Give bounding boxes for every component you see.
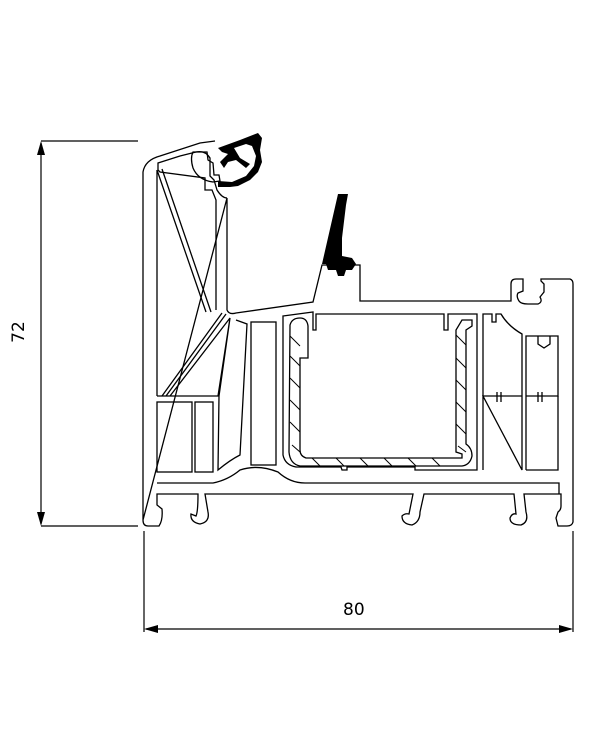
bottom-wall [157,466,560,494]
chamber-right-upper [481,313,559,471]
arrow-up-icon [37,141,45,155]
profile-outer-contour [142,140,574,527]
reinforcement-chamber [282,311,478,471]
chamber-right-lower [496,392,559,471]
right-groove [537,336,551,349]
reinforcement-hatching [289,334,467,467]
diagonal-web-lower [157,313,248,472]
arrow-left-icon [144,625,158,633]
arrow-down-icon [37,512,45,526]
diagonal-web-upper [156,168,223,397]
top-groove [190,151,221,183]
width-dimension-label: 80 [343,600,365,620]
chamber-left-2 [194,401,214,473]
height-dimension-label: 72 [8,321,29,343]
chamber-left-1 [156,401,193,473]
width-dimension [143,531,574,633]
steel-reinforcement [288,317,473,467]
chamber-mid [250,321,277,466]
window-profile [142,140,574,527]
top-gasket [218,133,262,187]
height-dimension [37,140,138,527]
arrow-right-icon [559,625,573,633]
glazing-gasket [322,194,356,276]
